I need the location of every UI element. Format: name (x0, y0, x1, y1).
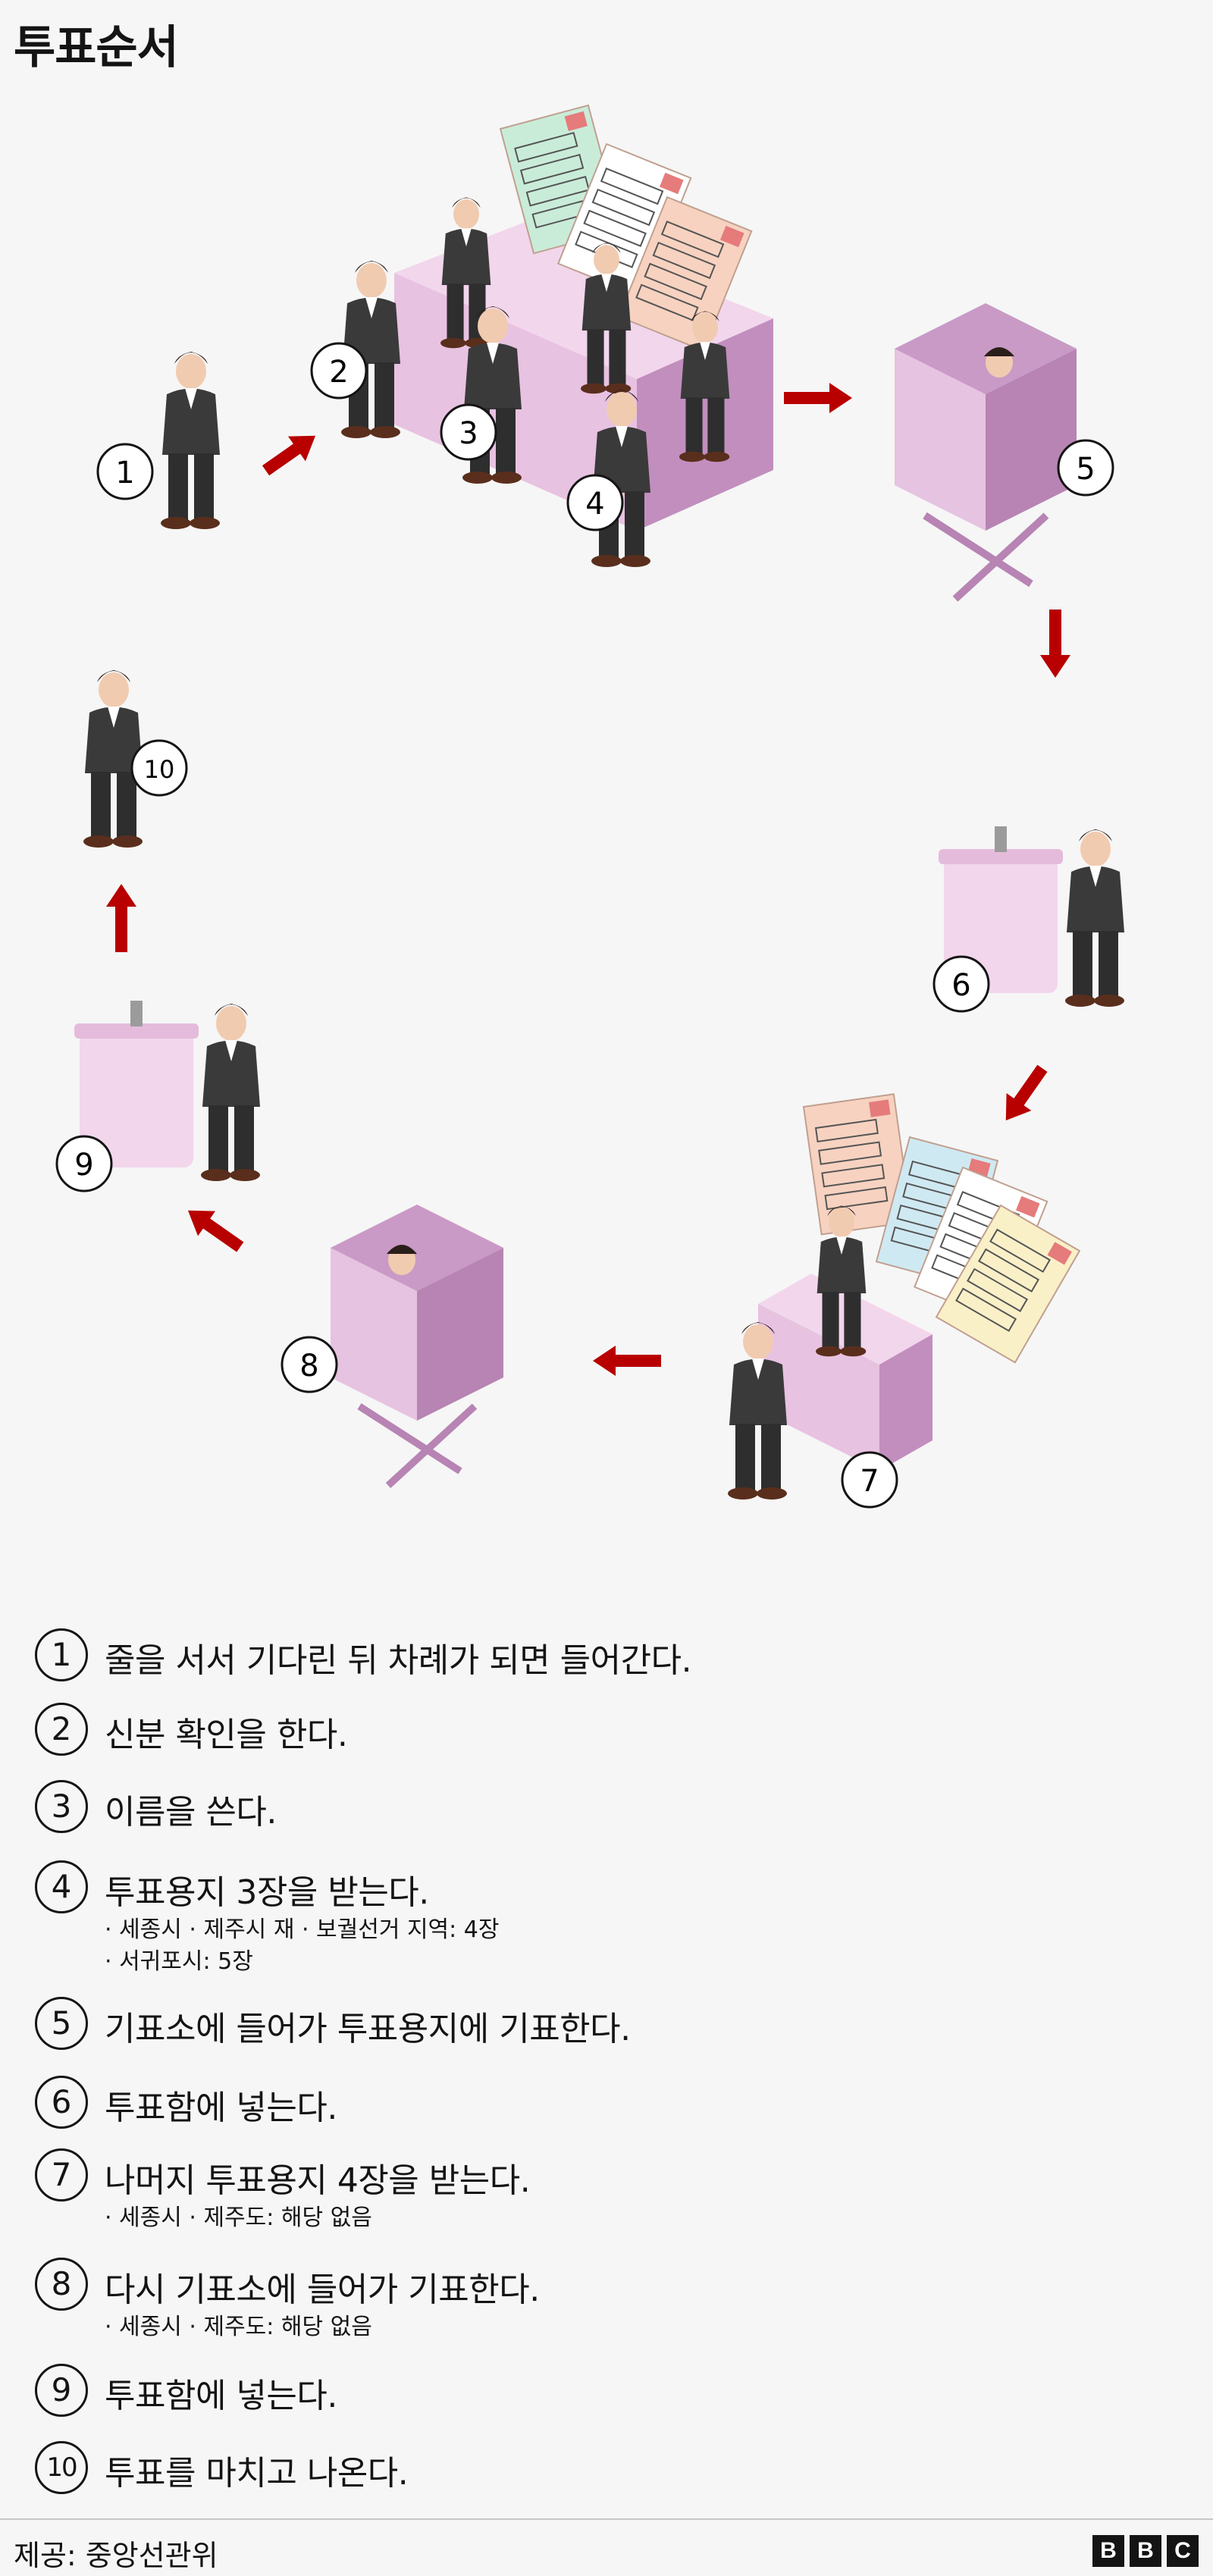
step-text: 투표함에 넣는다. (105, 2089, 337, 2127)
voting-process-illustration: 1 2 3 4 5 6 7 8 9 10 (55, 104, 1124, 1509)
step-number: 10 (35, 2441, 88, 2494)
illus-label-2: 2 (310, 342, 368, 400)
step-subnote: · 세종시 · 제주시 재 · 보궐선거 지역: 4장 (105, 1916, 500, 1943)
step-number: 2 (35, 1703, 88, 1756)
svg-text:3: 3 (459, 416, 478, 451)
step-number: 7 (35, 2148, 88, 2202)
svg-text:4: 4 (585, 487, 604, 522)
illus-label-4: 4 (566, 474, 624, 531)
illus-label-8: 8 (281, 1336, 338, 1393)
second-desk (758, 1093, 1080, 1471)
step-subnote: · 세종시 · 제주도: 해당 없음 (105, 2314, 372, 2340)
step-text: 줄을 서서 기다린 뒤 차례가 되면 들어간다. (105, 1641, 692, 1680)
flow-arrows (106, 383, 1070, 1376)
illus-label-9: 9 (55, 1135, 113, 1192)
step-text: 다시 기표소에 들어가 기표한다. (105, 2270, 540, 2309)
arrow-5-6 (1040, 610, 1070, 678)
svg-text:6: 6 (951, 968, 970, 1003)
logo-letter: B (1092, 2535, 1124, 2567)
arrow-9-10 (106, 884, 136, 952)
svg-text:1: 1 (115, 456, 134, 490)
svg-text:2: 2 (329, 355, 348, 390)
step-text: 나머지 투표용지 4장을 받는다. (105, 2161, 531, 2200)
page-title: 투표순서 (14, 21, 179, 74)
step-number: 5 (35, 1997, 88, 2050)
step-text: 기표소에 들어가 투표용지에 기표한다. (105, 2010, 631, 2048)
step-text: 투표용지 3장을 받는다. (105, 1873, 429, 1912)
step-number: 8 (35, 2258, 88, 2311)
svg-text:10: 10 (144, 755, 175, 784)
voter-step-9 (201, 1004, 260, 1181)
step-text: 투표함에 넣는다. (105, 2377, 337, 2415)
step-number: 1 (35, 1628, 88, 1681)
step-number: 3 (35, 1780, 88, 1833)
illus-label-1: 1 (96, 443, 154, 500)
svg-text:8: 8 (299, 1349, 318, 1384)
voting-booth-2 (331, 1205, 503, 1486)
step-text: 신분 확인을 한다. (105, 1716, 348, 1754)
voter-step-1 (161, 352, 220, 529)
illus-label-5: 5 (1057, 439, 1114, 497)
illus-label-6: 6 (932, 955, 990, 1013)
svg-text:9: 9 (74, 1148, 93, 1183)
logo-letter: C (1167, 2535, 1199, 2567)
logo-letter: B (1130, 2535, 1161, 2567)
step-number: 4 (35, 1860, 88, 1913)
arrow-4-5 (784, 383, 852, 413)
voting-booth-1 (895, 303, 1077, 599)
voter-step-6 (1065, 829, 1124, 1007)
illus-label-7: 7 (841, 1451, 898, 1509)
arrow-7-8 (593, 1346, 661, 1376)
step-number: 9 (35, 2364, 88, 2417)
step-subnote: · 서귀포시: 5장 (105, 1948, 253, 1975)
svg-text:5: 5 (1076, 452, 1095, 487)
arrow-1-2 (262, 435, 316, 476)
step-text: 이름을 쓴다. (105, 1793, 277, 1832)
step-number: 6 (35, 2076, 88, 2129)
illus-label-10: 10 (130, 739, 188, 797)
illus-label-3: 3 (440, 403, 497, 461)
step-text: 투표를 마치고 나온다. (105, 2454, 409, 2493)
step-subnote: · 세종시 · 제주도: 해당 없음 (105, 2205, 372, 2231)
arrow-6-7 (1005, 1064, 1048, 1121)
arrow-8-9 (187, 1210, 244, 1252)
footer-divider (0, 2518, 1213, 2520)
svg-text:7: 7 (860, 1464, 879, 1499)
source-credit: 제공: 중앙선관위 (14, 2539, 218, 2572)
